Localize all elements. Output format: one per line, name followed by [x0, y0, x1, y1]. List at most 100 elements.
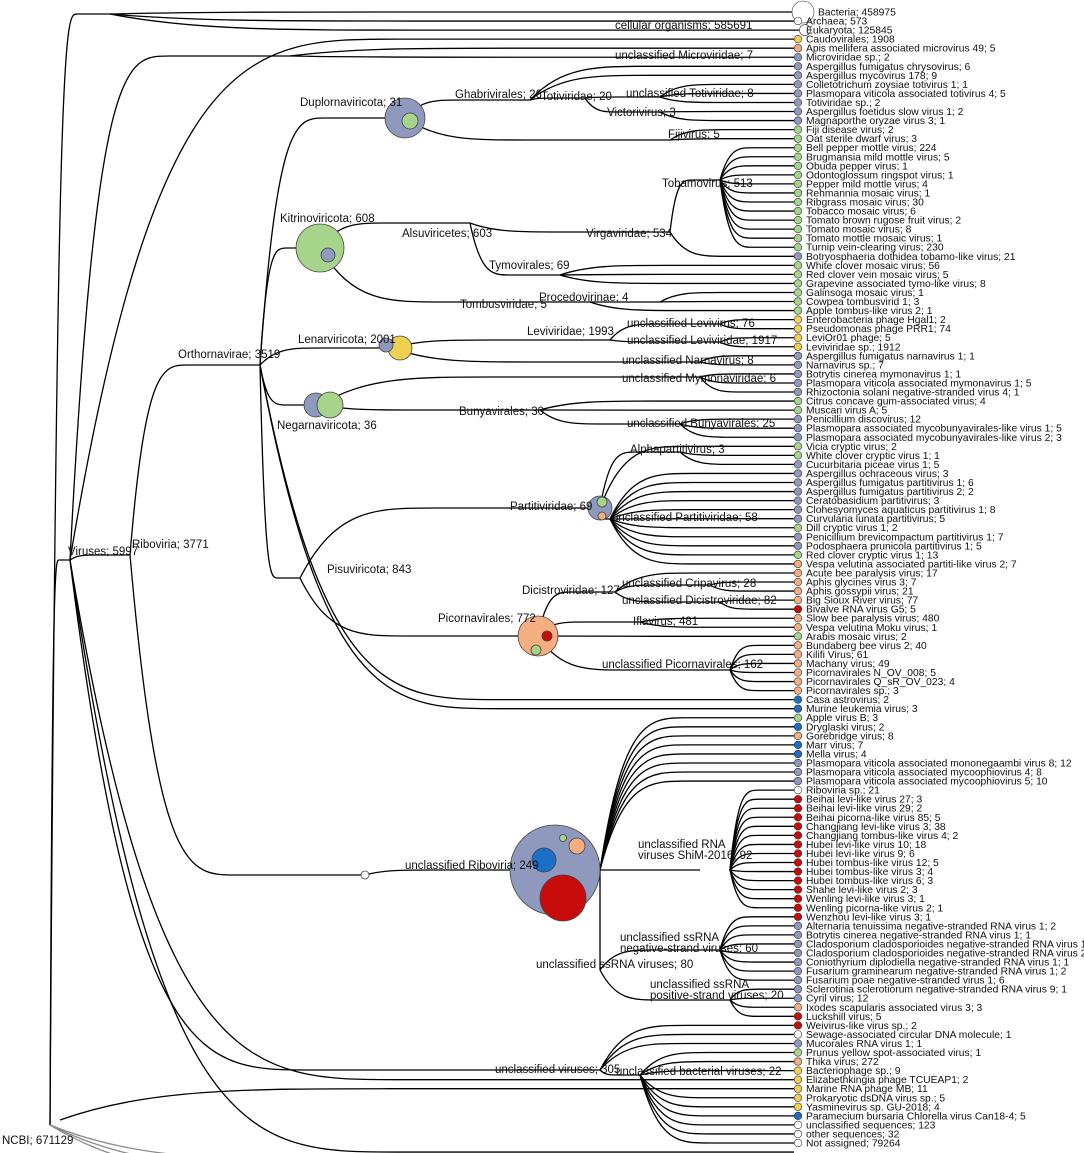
leaf-label: White clover mosaic virus; 56	[806, 261, 940, 272]
leaf-label: other sequences; 32	[806, 1129, 900, 1140]
tree-edges	[49, 11, 799, 1153]
leaf-label: Fiji disease virus; 2	[806, 125, 894, 136]
leaf-node-beihai-picorna-like-virus-85-5	[793, 813, 803, 822]
tree-edge	[719, 601, 794, 610]
leaf-label: Oat sterile dwarf virus; 3	[806, 134, 917, 145]
leaf-node-colletotrichum-zoysiae-totivirus-1-1	[793, 80, 803, 89]
node-label-partitiviridae: Partitiviridae; 69	[510, 501, 592, 513]
node-label-kitrinoviricota: Kitrinoviricota; 608	[280, 213, 375, 225]
leaf-node-cucurbitaria-piceae-virus-1-5	[793, 460, 803, 469]
tree-edge	[679, 418, 794, 425]
leaf-label: Pseudomonas phage PRR1; 74	[806, 324, 951, 335]
tree-edge	[729, 653, 794, 671]
pie-duplornaviricota-inner	[401, 112, 419, 130]
leaf-label: Prokaryotic dsDNA virus sp.; 5	[806, 1093, 945, 1104]
leaf-label: Plasmopara viticola associated mycoophio…	[806, 777, 1048, 788]
leaf-label: Red clover cryptic virus 1; 13	[806, 550, 938, 561]
tree-edge	[599, 1042, 794, 1071]
leaf-node-curvularia-lunata-partitivirus-5	[793, 514, 803, 523]
leaf-node-apis-mellifera-associated-microvirus-49-5	[793, 44, 803, 53]
tree-edge	[719, 341, 794, 348]
leaf-label: Eukaryota; 125845	[806, 26, 893, 37]
leaf-label: Dill cryptic virus 1; 2	[806, 523, 898, 534]
leaf-label: Botrytis cinerea negative-stranded RNA v…	[806, 930, 1031, 941]
leaf-node-prokaryotic-dsdna-virus-sp-5	[793, 1093, 803, 1102]
leaf-node-big-sioux-river-virus-77	[793, 596, 803, 605]
node-label-uncl-ssrna-pos-2: positive-strand viruses; 20	[650, 990, 784, 1002]
leaf-node-plasmopara-associated-mycobunyavirales-like-virus-2-3	[793, 433, 803, 442]
tree-edge	[719, 179, 794, 212]
leaf-node-plasmopara-viticola-associated-mononegaambi-virus-8-12	[793, 758, 803, 768]
tree-edge	[669, 179, 720, 233]
tree-edge	[639, 1051, 794, 1076]
leaf-node-vicia-cryptic-virus-2	[793, 442, 803, 451]
tree-edge	[639, 1074, 794, 1108]
tree-edge	[729, 816, 794, 871]
tree-edge	[729, 852, 794, 871]
pie-picornavirales-inner-b	[530, 644, 542, 656]
leaf-node-white-clover-mosaic-virus-56	[793, 261, 803, 270]
leaf-node-red-clover-vein-mosaic-virus-5	[793, 270, 803, 279]
node-label-uncl-narnavirus: unclassified Narnavirus; 8	[622, 355, 754, 367]
leaf-label: Apple tombus-like virus 2; 1	[806, 306, 933, 317]
tree-edge	[719, 949, 794, 972]
tree-edge	[609, 508, 794, 520]
leaf-node-rehmannia-mosaic-virus-1	[793, 188, 803, 198]
node-pie-charts	[295, 97, 613, 922]
leaf-label: Machany virus; 49	[806, 659, 890, 670]
tree-edge	[299, 507, 600, 579]
tree-edge	[719, 599, 794, 603]
leaf-node-white-clover-cryptic-virus-1-1	[793, 451, 803, 460]
leaf-node-tomato-mosaic-virus-8	[793, 225, 803, 234]
node-label-riboviria: Riboviria; 3771	[132, 539, 209, 551]
leaf-node-cowpea-tombusvirid-1-3	[793, 297, 803, 306]
node-label-uncl-mymonaviridae: unclassified Mymonaviridae; 6	[622, 373, 776, 385]
tree-edge	[729, 869, 794, 882]
leaf-node-grapevine-associated-tymo-like-virus-8	[793, 279, 803, 288]
tree-edge	[49, 1124, 130, 1153]
leaf-label: Bivalve RNA virus G5; 5	[806, 605, 916, 616]
leaf-label: Penicillium brevicompactum partitivirus …	[806, 532, 1004, 543]
node-label-uncl-ssrna-pos-1: unclassified ssRNA	[650, 979, 749, 991]
tree-edge	[259, 347, 393, 366]
pie-negarnaviricota-b	[316, 391, 344, 419]
node-label-uncl-partitiviridae: unclassified Partitiviridae; 58	[612, 512, 758, 524]
leaf-label: Alternaria tenuissima negative-stranded …	[806, 921, 1056, 932]
tree-edge	[599, 771, 794, 871]
tree-edge	[259, 117, 405, 366]
tree-edge	[599, 753, 794, 871]
leaf-label: Magnaporthe oryzae virus 3; 1	[806, 116, 945, 127]
leaf-node-citrus-concave-gum-associated-virus-4	[793, 396, 803, 406]
leaf-label: Picornavirales sp.; 3	[806, 686, 899, 697]
leaf-label: Plasmopara associated mycobunyavirales-l…	[806, 433, 1062, 444]
leaf-node-hubei-tombus-like-virus-3-4	[793, 867, 803, 876]
node-label-victorivirus: Victorivirus; 3	[607, 107, 676, 119]
leaf-node-podosphaera-prunicola-partitivirus-1-5	[793, 541, 803, 550]
tree-edge	[49, 559, 70, 1126]
node-label-uncl-bunyavirales: unclassified Bunyavirales; 25	[627, 418, 775, 430]
leaf-label: Luckshill virus; 5	[806, 1012, 882, 1023]
node-label-alsuviricetes: Alsuviricetes; 603	[402, 228, 492, 240]
leaf-node-plasmopara-viticola-associated-mycoophiovirus-5-10	[793, 776, 803, 786]
leaf-node-changjiang-tombus-like-virus-4-2	[793, 831, 803, 840]
tree-edge	[364, 869, 515, 876]
tree-edge	[599, 451, 680, 509]
node-label-negarnaviricota: Negarnaviricota; 36	[277, 420, 377, 432]
node-label-orthornavirae: Orthornavirae; 3519	[178, 349, 280, 361]
tree-edge	[609, 518, 794, 529]
leaf-label: Cowpea tombusvirid 1; 3	[806, 297, 920, 308]
tree-edge	[719, 179, 794, 185]
pie-kitrinoviricota	[295, 223, 345, 273]
node-label-uncl-dicistroviridae: unclassified Dicistroviridae; 82	[622, 595, 777, 607]
node-label-dicistroviridae: Dicistroviridae; 127	[522, 585, 620, 597]
tree-edge	[729, 669, 794, 692]
tree-edge	[729, 644, 794, 671]
leaf-label: Enterobacteria phage Hgal1; 2	[806, 315, 946, 326]
tree-edge	[129, 364, 260, 556]
leaf-node-clohesyomyces-aquaticus-partitivirus-1-8	[793, 505, 803, 514]
leaf-label: Acute bee paralysis virus; 17	[806, 568, 938, 579]
leaf-node-bell-pepper-mottle-virus-224	[793, 143, 803, 152]
tree-edge	[609, 472, 794, 520]
leaf-node-vespa-velutina-moku-virus-1	[793, 623, 803, 632]
tree-edge	[719, 318, 794, 325]
